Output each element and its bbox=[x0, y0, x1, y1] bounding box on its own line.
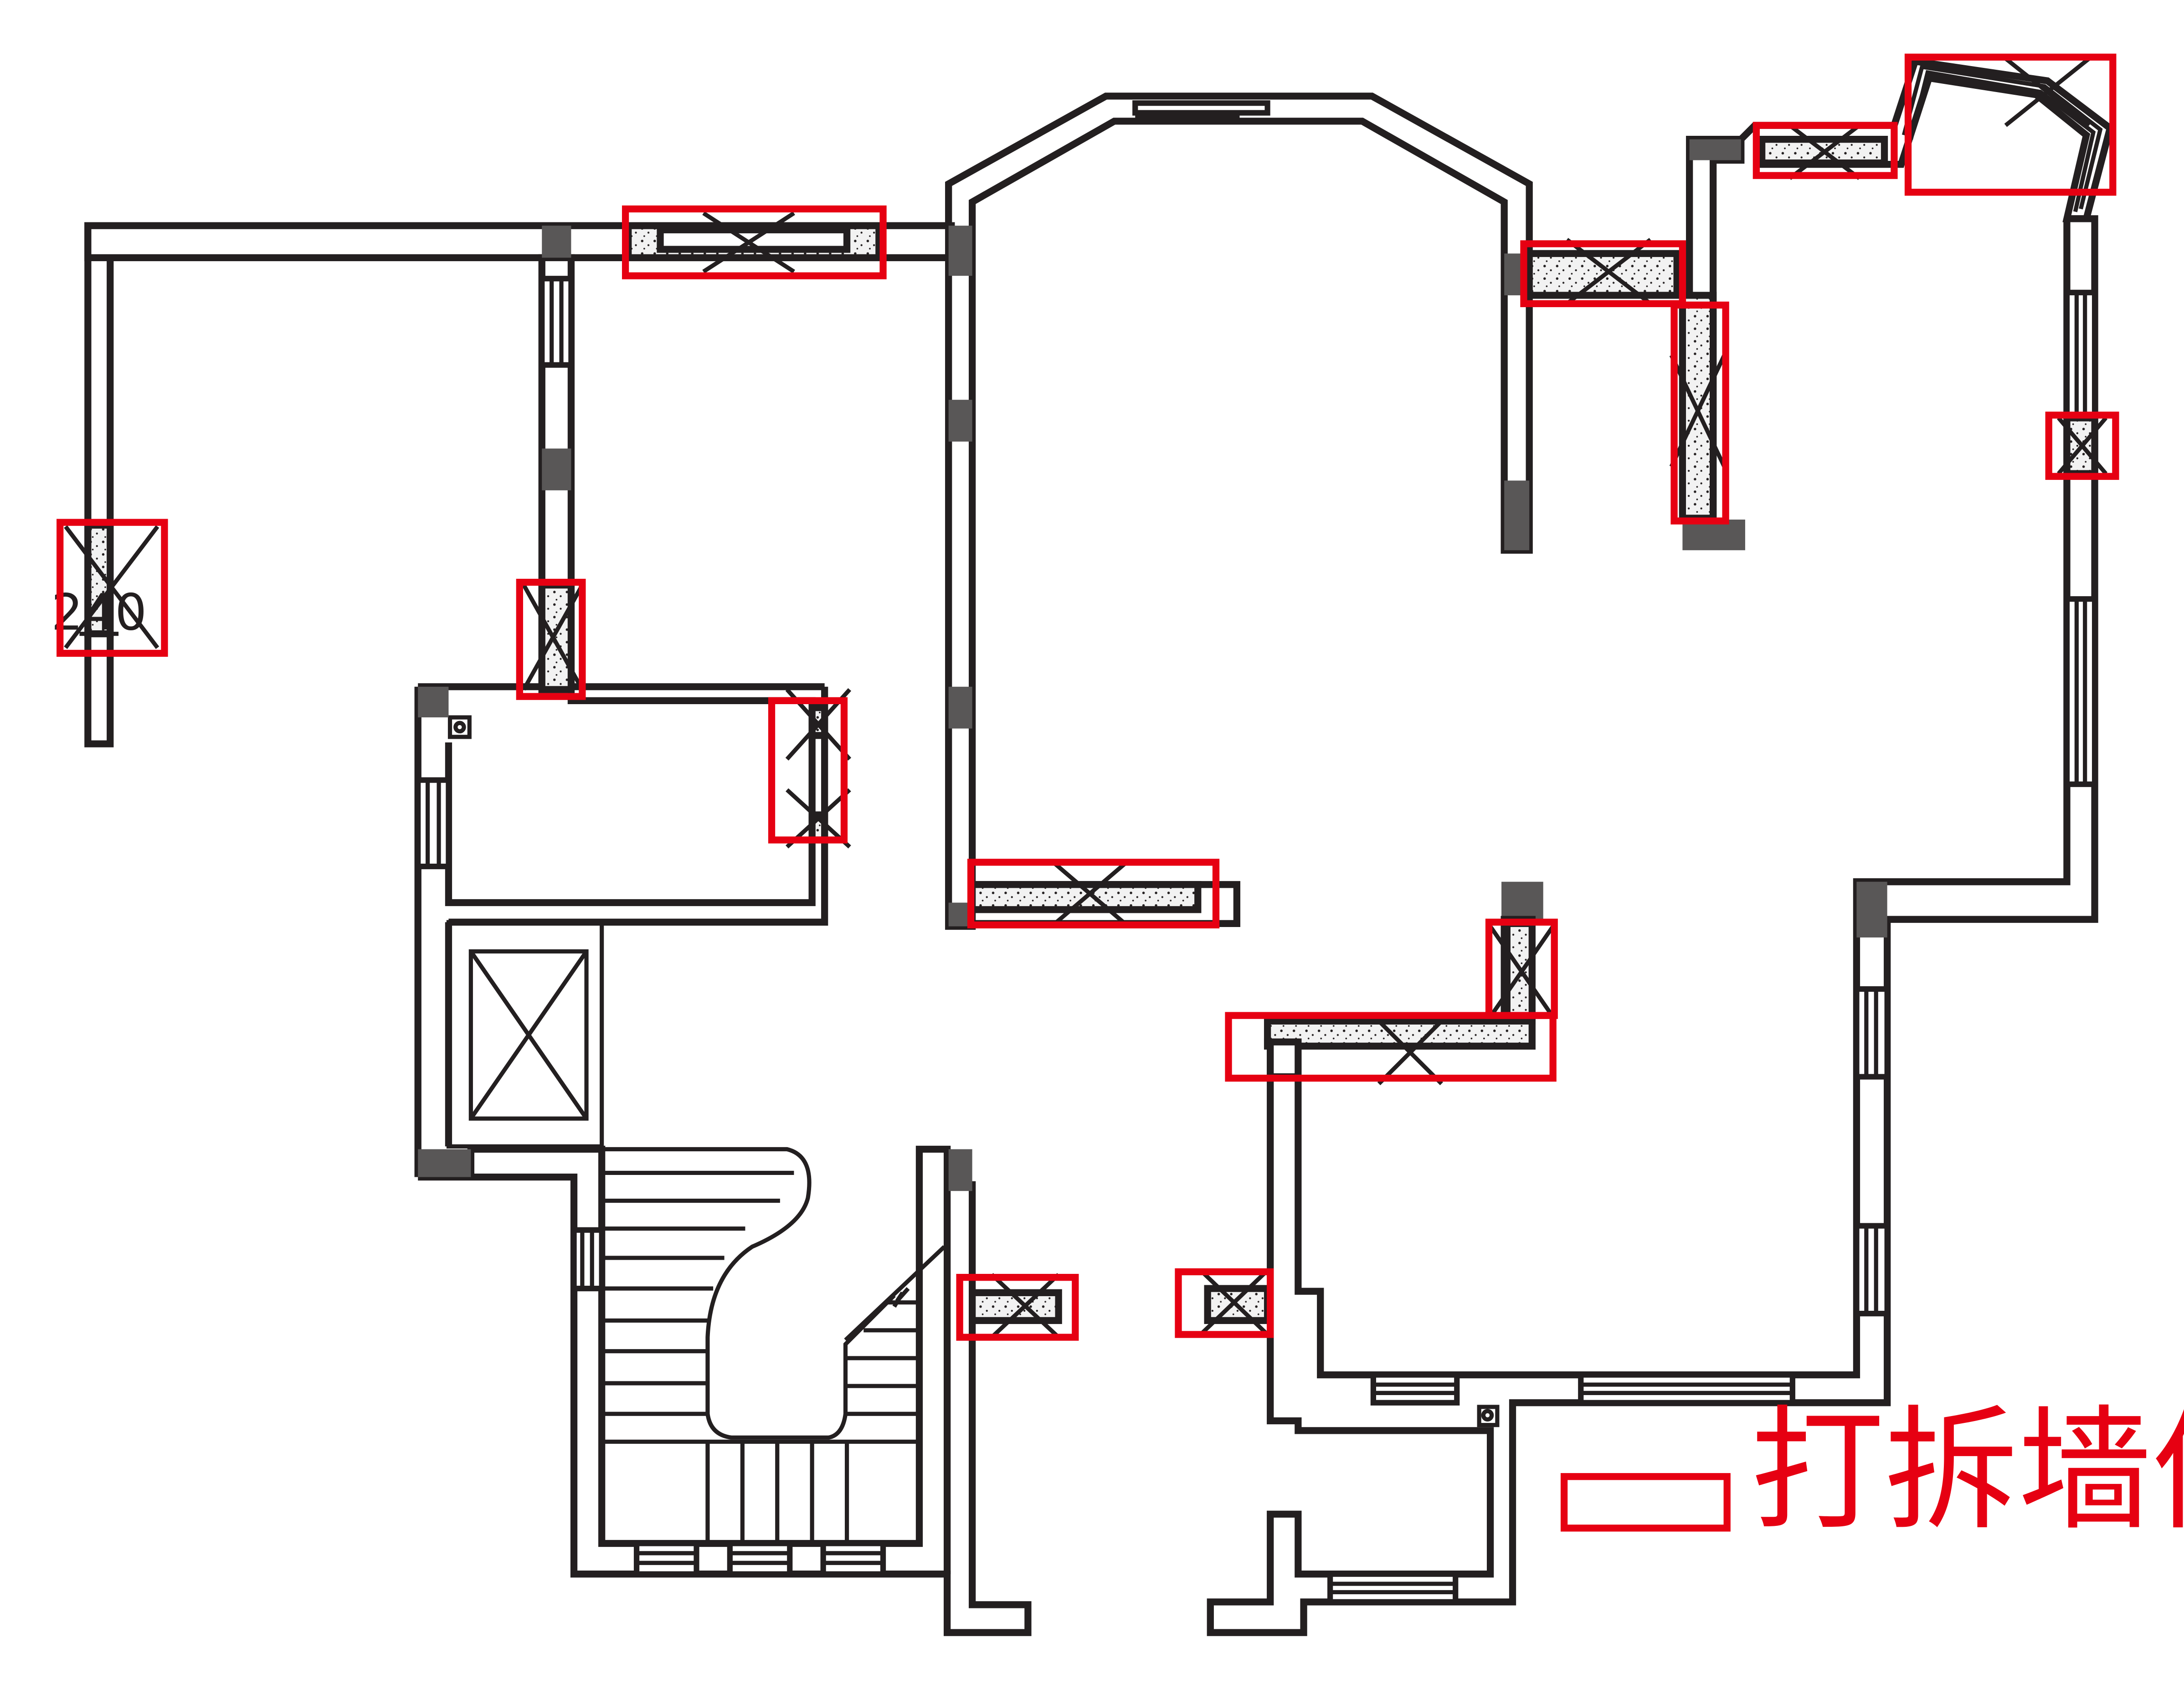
demolition-x-marks bbox=[64, 57, 2108, 1339]
legend-swatch bbox=[1560, 1473, 1731, 1532]
column bbox=[948, 400, 972, 442]
column bbox=[1682, 520, 1745, 551]
central-walls bbox=[945, 93, 1533, 930]
window-right-middle bbox=[2064, 596, 2098, 787]
stair-treads bbox=[601, 1170, 946, 1544]
window-left-room bbox=[415, 777, 452, 870]
elevator-shaft bbox=[446, 920, 604, 1149]
central-lower bbox=[948, 1149, 972, 1191]
dimension-marker: 240 bbox=[51, 583, 147, 641]
dimension-label: 240 bbox=[51, 583, 147, 641]
left-columns bbox=[418, 226, 571, 1177]
window-right-upper bbox=[2064, 289, 2098, 421]
column bbox=[1689, 139, 1741, 160]
right-wing-walls bbox=[1207, 57, 2114, 1636]
column bbox=[1504, 480, 1530, 551]
legend: 打拆墙体 bbox=[1560, 1393, 2184, 1549]
legend-label: 打拆墙体 bbox=[1751, 1393, 2184, 1549]
window-octagon-top bbox=[1132, 100, 1270, 119]
window-right-lower bbox=[1854, 986, 1890, 1317]
window-bottom-right bbox=[1327, 1372, 1795, 1605]
demolition-outlines bbox=[57, 53, 2119, 1341]
drain-fixture bbox=[447, 715, 472, 739]
column bbox=[1501, 881, 1543, 921]
demolition-walls bbox=[84, 135, 2098, 1324]
column bbox=[948, 1149, 972, 1191]
column bbox=[948, 226, 972, 276]
column bbox=[1856, 881, 1887, 937]
stair-area bbox=[418, 1145, 1032, 1636]
window-stair-left bbox=[571, 1227, 605, 1292]
window-left-vertical bbox=[539, 276, 574, 368]
window-stair-bottom bbox=[633, 1540, 886, 1577]
column bbox=[948, 686, 972, 729]
drain-fixture bbox=[1477, 1405, 1500, 1427]
left-room-walls bbox=[414, 683, 828, 1177]
